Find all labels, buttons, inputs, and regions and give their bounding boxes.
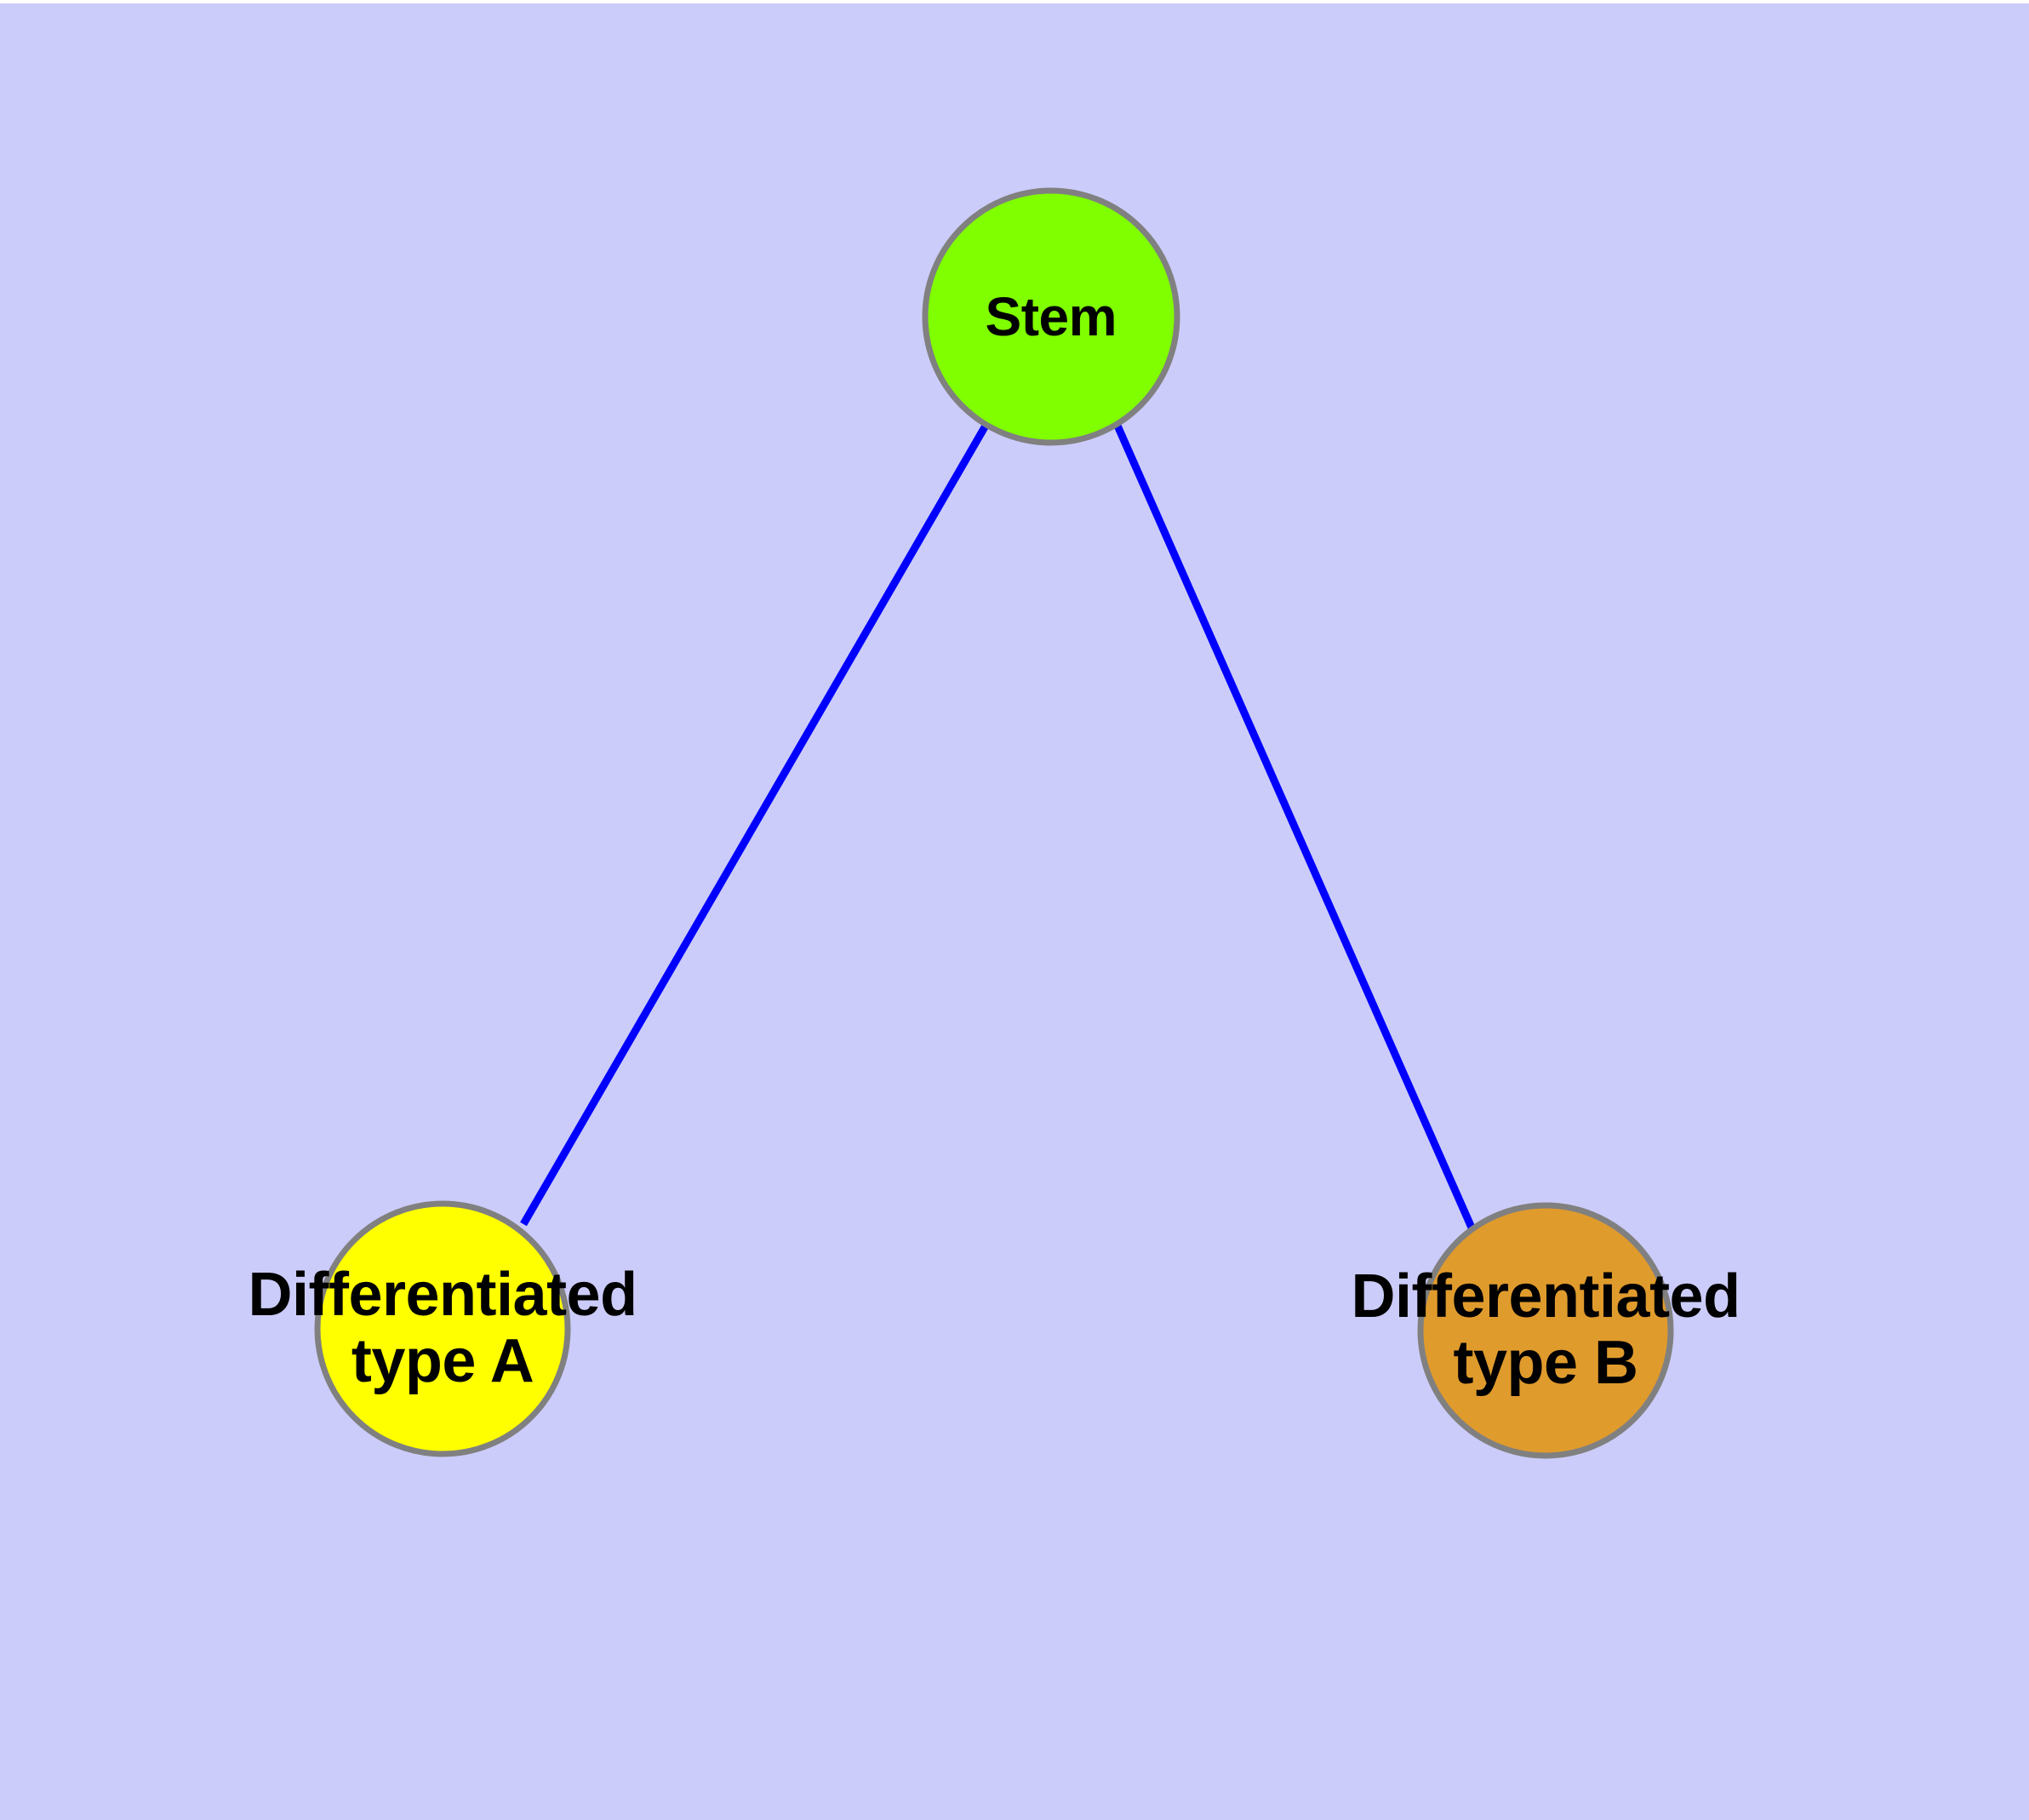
graph-node-diff_b[interactable] — [1417, 1202, 1674, 1459]
edges-group — [520, 423, 1476, 1229]
graph-edge-stem-to-a[interactable] — [520, 423, 989, 1227]
graph-svg — [314, 187, 1674, 1459]
graph-node-diff_a[interactable] — [314, 1200, 571, 1457]
graph-node-stem[interactable] — [922, 187, 1180, 446]
nodes-group — [314, 187, 1674, 1459]
graph-edge-stem-to-b[interactable] — [1113, 424, 1476, 1229]
